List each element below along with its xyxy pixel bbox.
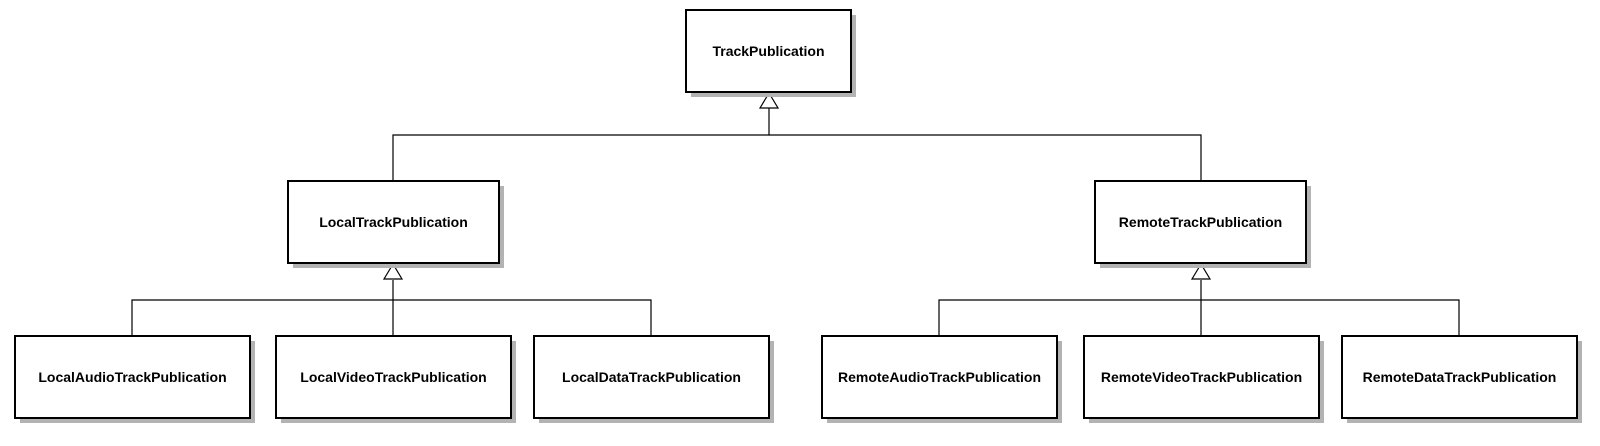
connector-remote-to-root	[769, 134, 1202, 181]
connector-local-data	[393, 299, 652, 336]
connector-remote-audio	[938, 280, 1202, 336]
class-box-local-video-track-publication: LocalVideoTrackPublication	[275, 335, 516, 423]
class-name: LocalDataTrackPublication	[562, 369, 741, 385]
connectors	[131, 108, 1460, 336]
arrowheads	[382, 91, 1212, 280]
connector-local-to-root	[392, 108, 770, 181]
inheritance-arrow-icon	[758, 91, 780, 109]
class-box-track-publication: TrackPublication	[685, 9, 856, 97]
class-box-remote-video-track-publication: RemoteVideoTrackPublication	[1083, 335, 1324, 423]
class-box-local-track-publication: LocalTrackPublication	[287, 180, 504, 268]
class-name: LocalAudioTrackPublication	[38, 369, 226, 385]
class-name: LocalVideoTrackPublication	[300, 369, 486, 385]
class-name: RemoteDataTrackPublication	[1363, 369, 1557, 385]
box-frame	[685, 9, 852, 93]
class-box-local-audio-track-publication: LocalAudioTrackPublication	[14, 335, 255, 423]
class-box-remote-track-publication: RemoteTrackPublication	[1094, 180, 1311, 268]
class-box-local-data-track-publication: LocalDataTrackPublication	[533, 335, 774, 423]
class-name: LocalTrackPublication	[319, 214, 468, 230]
box-frame	[1083, 335, 1320, 419]
inheritance-arrow-icon	[1190, 262, 1212, 280]
inheritance-arrow-icon	[382, 262, 404, 280]
box-frame	[275, 335, 512, 419]
class-box-remote-audio-track-publication: RemoteAudioTrackPublication	[821, 335, 1062, 423]
box-frame	[14, 335, 251, 419]
box-frame	[1094, 180, 1307, 264]
class-name: RemoteAudioTrackPublication	[838, 369, 1041, 385]
box-frame	[287, 180, 500, 264]
class-box-remote-data-track-publication: RemoteDataTrackPublication	[1341, 335, 1582, 423]
connector-remote-data	[1201, 299, 1460, 336]
box-frame	[1341, 335, 1578, 419]
class-name: RemoteTrackPublication	[1119, 214, 1282, 230]
connector-local-audio	[131, 280, 394, 336]
class-name: RemoteVideoTrackPublication	[1101, 369, 1302, 385]
box-frame	[533, 335, 770, 419]
box-frame	[821, 335, 1058, 419]
class-name: TrackPublication	[712, 43, 824, 59]
